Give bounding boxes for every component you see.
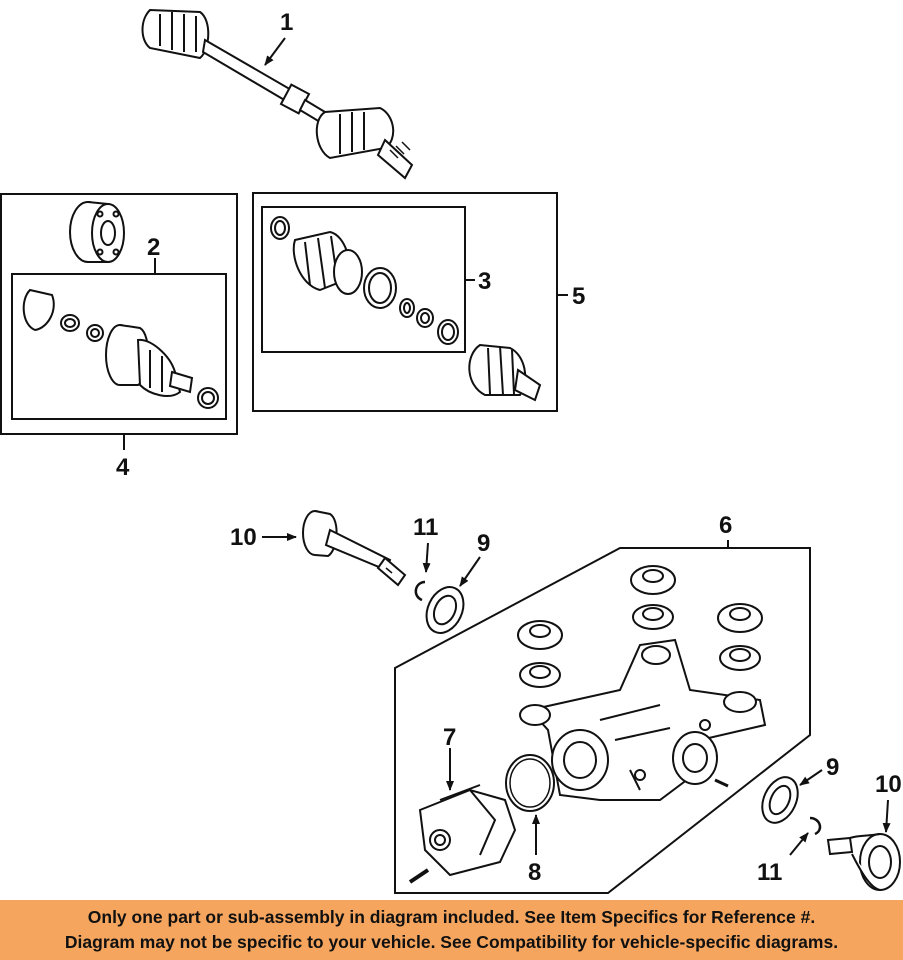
disclaimer-line-2: Diagram may not be specific to your vehi…: [64, 932, 839, 952]
assembly-box-2: [11, 273, 227, 420]
callout-line-1: [264, 37, 286, 66]
output-shaft-right: [826, 833, 901, 891]
callout-number: 11: [413, 514, 438, 541]
differential-mounts: [517, 565, 763, 688]
callout-number: 8: [528, 859, 541, 886]
axle-shaft-part-1: [141, 8, 414, 180]
seal-part-9: [425, 586, 465, 634]
assembly-box-4: [0, 193, 238, 435]
callout-number: 10: [230, 524, 257, 551]
callout-number: 9: [477, 530, 490, 557]
callout-number: 9: [826, 754, 839, 781]
callout-number: 6: [719, 512, 732, 539]
seal-part-9-right: [761, 776, 799, 824]
disclaimer-line-1: Only one part or sub-assembly in diagram…: [87, 907, 816, 927]
assembly-box-3: [261, 206, 466, 353]
differential-cover: [408, 784, 517, 884]
callout-number: 11: [757, 859, 782, 886]
output-shaft-left: [302, 510, 407, 587]
parts-diagram: 1 2 4 3 5: [0, 8, 902, 894]
callout-number: 10: [875, 771, 902, 798]
inner-cv-joint-kit: [22, 288, 219, 409]
cv-joint-boot: [468, 343, 542, 402]
callout-number: 1: [280, 9, 293, 36]
outer-cv-boot-kit: [270, 216, 459, 345]
snap-ring-part-11: [414, 580, 426, 602]
cv-joint-flange: [69, 201, 125, 263]
differential-housing: [519, 638, 767, 801]
callout-number: 3: [478, 268, 491, 295]
callout-number: 7: [443, 724, 456, 751]
assembly-box-5: [252, 192, 558, 412]
o-ring-part-8: [505, 754, 555, 812]
snap-ring-part-11-right: [809, 816, 822, 836]
callout-number: 2: [147, 234, 160, 261]
disclaimer-banner: Only one part or sub-assembly in diagram…: [0, 900, 903, 960]
callout-number: 4: [116, 454, 130, 481]
assembly-box-6: [394, 547, 811, 894]
callout-number: 5: [572, 283, 585, 310]
